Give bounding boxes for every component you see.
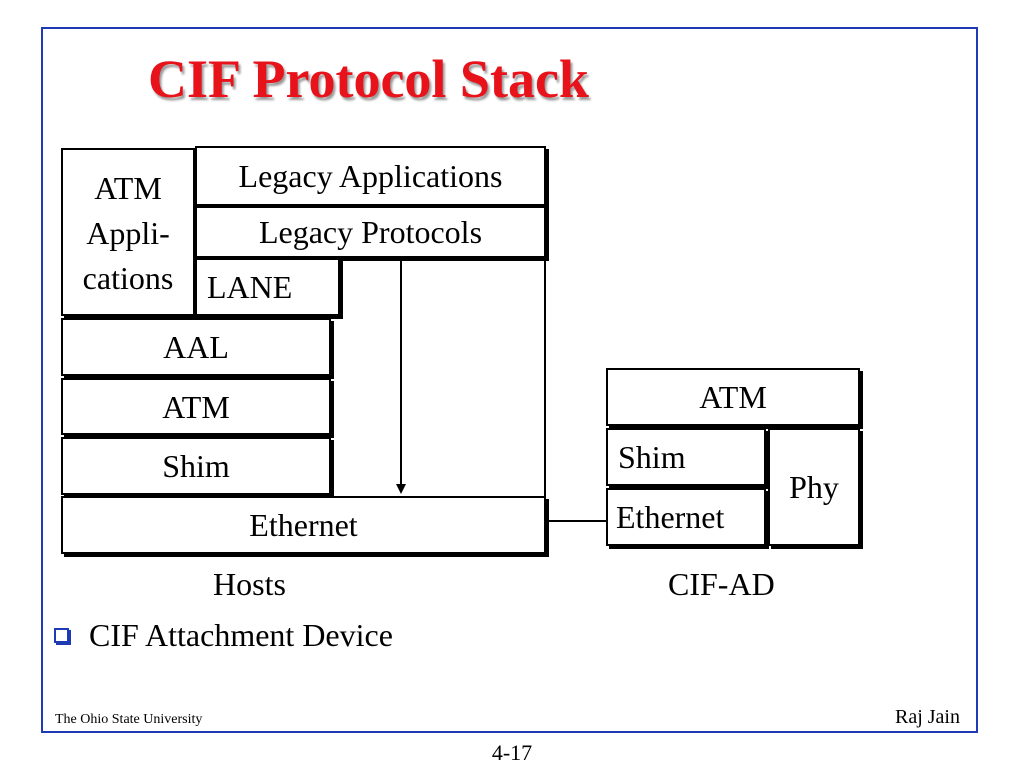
slide-title: CIF Protocol Stack <box>148 49 589 109</box>
lane-label: LANE <box>207 269 293 305</box>
footer-author: Raj Jain <box>895 706 960 728</box>
hosts-outline-right <box>544 256 546 498</box>
bullet-item: CIF Attachment Device <box>54 617 393 654</box>
atm-applications-line-2: Appli- <box>86 215 170 251</box>
hosts-shim-label: Shim <box>162 448 230 484</box>
square-bullet-icon <box>54 628 69 643</box>
hosts-atm-label: ATM <box>162 388 230 425</box>
footer-university: The Ohio State University <box>55 712 203 727</box>
hosts-atm-layer: ATM <box>61 378 331 435</box>
cifad-phy-label: Phy <box>789 469 839 505</box>
bullet-text: CIF Attachment Device <box>89 617 393 653</box>
atm-applications-line-3: cations <box>82 260 174 296</box>
legacy-applications-layer: Legacy Applications <box>195 146 546 206</box>
cifad-phy-layer: Phy <box>768 428 860 546</box>
aal-label: AAL <box>163 329 229 365</box>
cifad-ethernet-layer: Ethernet <box>606 488 766 546</box>
atm-applications-layer: ATM Appli- cations <box>61 148 195 316</box>
aal-layer: AAL <box>61 318 331 376</box>
slide-frame <box>41 27 978 733</box>
cifad-label: CIF-AD <box>668 566 775 602</box>
legacy-applications-label: Legacy Applications <box>238 158 503 194</box>
cifad-atm-layer: ATM <box>606 368 860 426</box>
cifad-shim-label: Shim <box>618 439 686 475</box>
hosts-ethernet-label: Ethernet <box>249 507 358 543</box>
legacy-protocols-layer: Legacy Protocols <box>195 206 546 258</box>
cifad-ethernet-label: Ethernet <box>616 499 725 535</box>
hosts-ethernet-layer: Ethernet <box>61 496 546 554</box>
cifad-shim-layer: Shim <box>606 428 766 486</box>
atm-applications-line-1: ATM <box>94 170 162 206</box>
hosts-label: Hosts <box>213 566 286 602</box>
lane-layer: LANE <box>195 258 340 316</box>
bypass-arrow <box>396 258 406 494</box>
hosts-shim-layer: Shim <box>61 437 331 495</box>
ethernet-link-line <box>548 520 607 522</box>
page-number: 4-17 <box>491 740 533 765</box>
legacy-protocols-label: Legacy Protocols <box>258 214 483 250</box>
cifad-atm-label: ATM <box>699 379 767 415</box>
